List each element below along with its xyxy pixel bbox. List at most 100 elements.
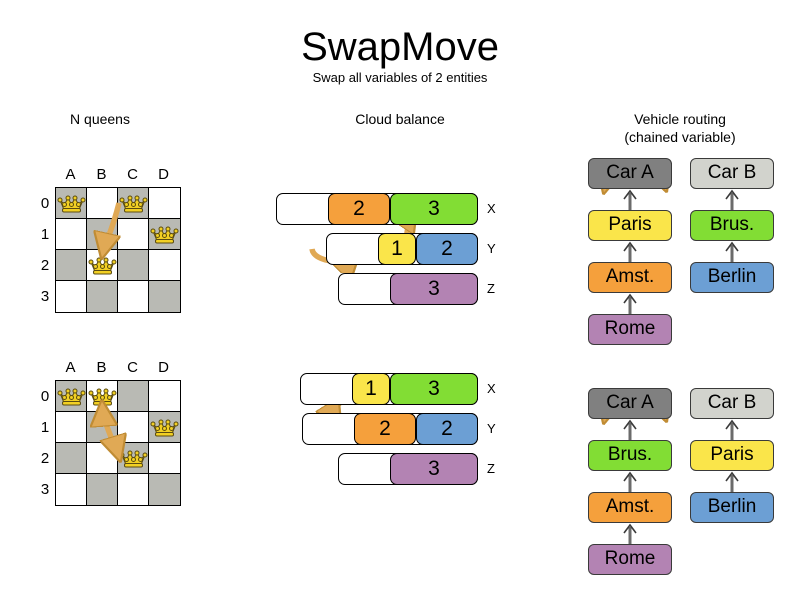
board-row-label-2: 2 [40,257,50,274]
cloud-process-2[interactable]: 2 [328,193,390,225]
board-row-label-0: 0 [40,388,50,405]
vrp-chain-arrow [623,293,637,315]
board-row-label-3: 3 [40,481,50,498]
board-row-label-3: 3 [40,288,50,305]
board-col-label-A: A [65,359,76,376]
cloud-process-3[interactable]: 3 [390,453,478,485]
board-col-label-C: C [127,166,138,183]
board-col-label-B: B [96,166,107,183]
vrp-chain-arrow [725,471,739,493]
board-cell-A2[interactable] [56,443,87,474]
board-cell-B0[interactable] [87,188,118,219]
board-cell-A1[interactable] [56,219,87,250]
board-col-label-C: C [127,359,138,376]
cloud-process-1[interactable]: 1 [378,233,416,265]
board-col-label-B: B [96,359,107,376]
board-cell-A1[interactable] [56,412,87,443]
chess-grid[interactable] [55,380,181,506]
board-cell-C0[interactable] [118,188,149,219]
vehicle-car-a[interactable]: Car A [588,158,672,189]
board-col-label-A: A [65,166,76,183]
board-cell-A0[interactable] [56,381,87,412]
vrp-chain-arrow [623,471,637,493]
vrp-chain-arrow [623,523,637,545]
cloud-process-2[interactable]: 2 [354,413,416,445]
board-cell-C0[interactable] [118,381,149,412]
board-cell-B2[interactable] [87,443,118,474]
board-cell-B2[interactable] [87,250,118,281]
vrp-chain-arrow [725,419,739,441]
cloud-computer-Z[interactable]: 3 [338,453,478,485]
customer-brus[interactable]: Brus. [690,210,774,241]
board-cell-C1[interactable] [118,219,149,250]
board-cell-B3[interactable] [87,474,118,505]
board-cell-D0[interactable] [149,188,180,219]
vrp-title-line1: Vehicle routing [634,111,726,127]
cloud-computer-Z[interactable]: 3 [338,273,478,305]
cloud-process-3[interactable]: 3 [390,193,478,225]
chess-grid[interactable] [55,187,181,313]
board-col-label-D: D [158,166,169,183]
board-cell-B1[interactable] [87,219,118,250]
computer-label-Y: Y [487,241,496,256]
cloud-process-2[interactable]: 2 [416,233,478,265]
board-cell-A2[interactable] [56,250,87,281]
customer-berlin[interactable]: Berlin [690,492,774,523]
cloud-process-1[interactable]: 1 [352,373,390,405]
page-title: SwapMove [301,25,499,69]
customer-brus[interactable]: Brus. [588,440,672,471]
cloud-process-3[interactable]: 3 [390,373,478,405]
customer-rome[interactable]: Rome [588,544,672,575]
board-cell-B1[interactable] [87,412,118,443]
board-row-label-1: 1 [40,226,50,243]
cloud-process-3[interactable]: 3 [390,273,478,305]
vrp-title-line2: (chained variable) [624,129,736,145]
vehicle-car-a[interactable]: Car A [588,388,672,419]
page-subtitle: Swap all variables of 2 entities [312,70,488,85]
board-row-label-2: 2 [40,450,50,467]
customer-paris[interactable]: Paris [588,210,672,241]
customer-amst[interactable]: Amst. [588,492,672,523]
computer-label-X: X [487,381,496,396]
board-cell-D0[interactable] [149,381,180,412]
board-cell-A3[interactable] [56,474,87,505]
board-cell-D1[interactable] [149,412,180,443]
computer-label-X: X [487,201,496,216]
customer-rome[interactable]: Rome [588,314,672,345]
vehicle-car-b[interactable]: Car B [690,388,774,419]
nqueens-board-before[interactable]: A B C D 0 1 2 3 [10,165,200,330]
board-cell-D3[interactable] [149,281,180,312]
computer-label-Y: Y [487,421,496,436]
vrp-chain-arrow [725,241,739,263]
vehicle-car-b[interactable]: Car B [690,158,774,189]
board-cell-C2[interactable] [118,250,149,281]
board-cell-B0[interactable] [87,381,118,412]
board-cell-C3[interactable] [118,281,149,312]
customer-amst[interactable]: Amst. [588,262,672,293]
board-cell-D2[interactable] [149,250,180,281]
board-cell-C3[interactable] [118,474,149,505]
board-cell-C1[interactable] [118,412,149,443]
board-cell-A0[interactable] [56,188,87,219]
board-cell-C2[interactable] [118,443,149,474]
board-cell-B3[interactable] [87,281,118,312]
section-title-vehicle-routing: Vehicle routing (chained variable) [580,110,780,146]
board-cell-A3[interactable] [56,281,87,312]
customer-paris[interactable]: Paris [690,440,774,471]
board-cell-D2[interactable] [149,443,180,474]
board-row-label-0: 0 [40,195,50,212]
customer-berlin[interactable]: Berlin [690,262,774,293]
board-cell-D3[interactable] [149,474,180,505]
cloud-process-2[interactable]: 2 [416,413,478,445]
board-row-label-1: 1 [40,419,50,436]
board-cell-D1[interactable] [149,219,180,250]
